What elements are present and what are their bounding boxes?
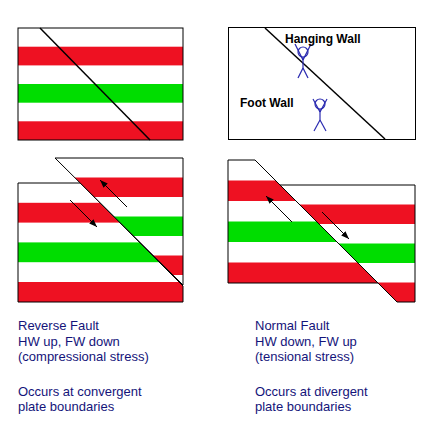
red-band <box>18 282 183 302</box>
red-band <box>55 178 183 198</box>
green-band <box>18 84 183 103</box>
figure-arm <box>295 44 303 60</box>
caption-text: HW up, FW down <box>18 334 188 349</box>
caption-text: (tensional stress) <box>255 349 425 364</box>
hanging-wall-block <box>55 158 183 285</box>
figure-arm <box>313 99 320 112</box>
reverse-fault-blocks <box>18 158 183 302</box>
red-band <box>280 205 415 225</box>
block-outline <box>55 158 183 285</box>
red-band <box>18 121 183 140</box>
wall-label: Hanging Wall <box>285 32 361 46</box>
figure-arm <box>320 99 327 112</box>
stick-figure <box>313 99 327 131</box>
caption-text: Reverse Fault <box>18 318 188 333</box>
motion-arrow <box>100 180 127 207</box>
white-band <box>55 158 183 285</box>
caption-text: (compressional stress) <box>18 349 198 364</box>
white-band <box>280 185 415 302</box>
wall-sketch <box>265 28 385 139</box>
normal-fault-blocks <box>228 160 415 302</box>
motion-arrow <box>70 200 97 227</box>
figure-head <box>315 99 325 109</box>
red-band <box>228 263 378 284</box>
figure-arm <box>303 44 311 60</box>
motion-arrow <box>266 196 292 222</box>
caption-text: Normal Fault <box>255 318 425 333</box>
green-band <box>55 217 183 237</box>
figure-leg <box>303 68 308 78</box>
hanging-wall-block <box>280 185 415 302</box>
fault-line <box>40 28 150 140</box>
stick-figure <box>295 44 311 78</box>
wall-sketch-frame: Hanging WallFoot Wall <box>228 27 416 140</box>
caption-text: Occurs at convergent plate boundaries <box>18 384 158 414</box>
figure-leg <box>298 68 303 78</box>
green-band <box>280 244 415 264</box>
white-band <box>18 28 183 140</box>
caption-text: HW down, FW up <box>255 334 425 349</box>
block-outline <box>280 185 415 302</box>
rock-block <box>18 28 183 140</box>
motion-arrow <box>322 212 349 239</box>
wall-label: Foot Wall <box>240 96 294 110</box>
caption-text: Occurs at divergent plate boundaries <box>255 384 395 414</box>
figure-leg <box>314 120 320 131</box>
block-outline <box>18 28 183 140</box>
red-band <box>18 47 183 66</box>
fault-line <box>265 28 385 139</box>
figure-leg <box>320 120 326 131</box>
